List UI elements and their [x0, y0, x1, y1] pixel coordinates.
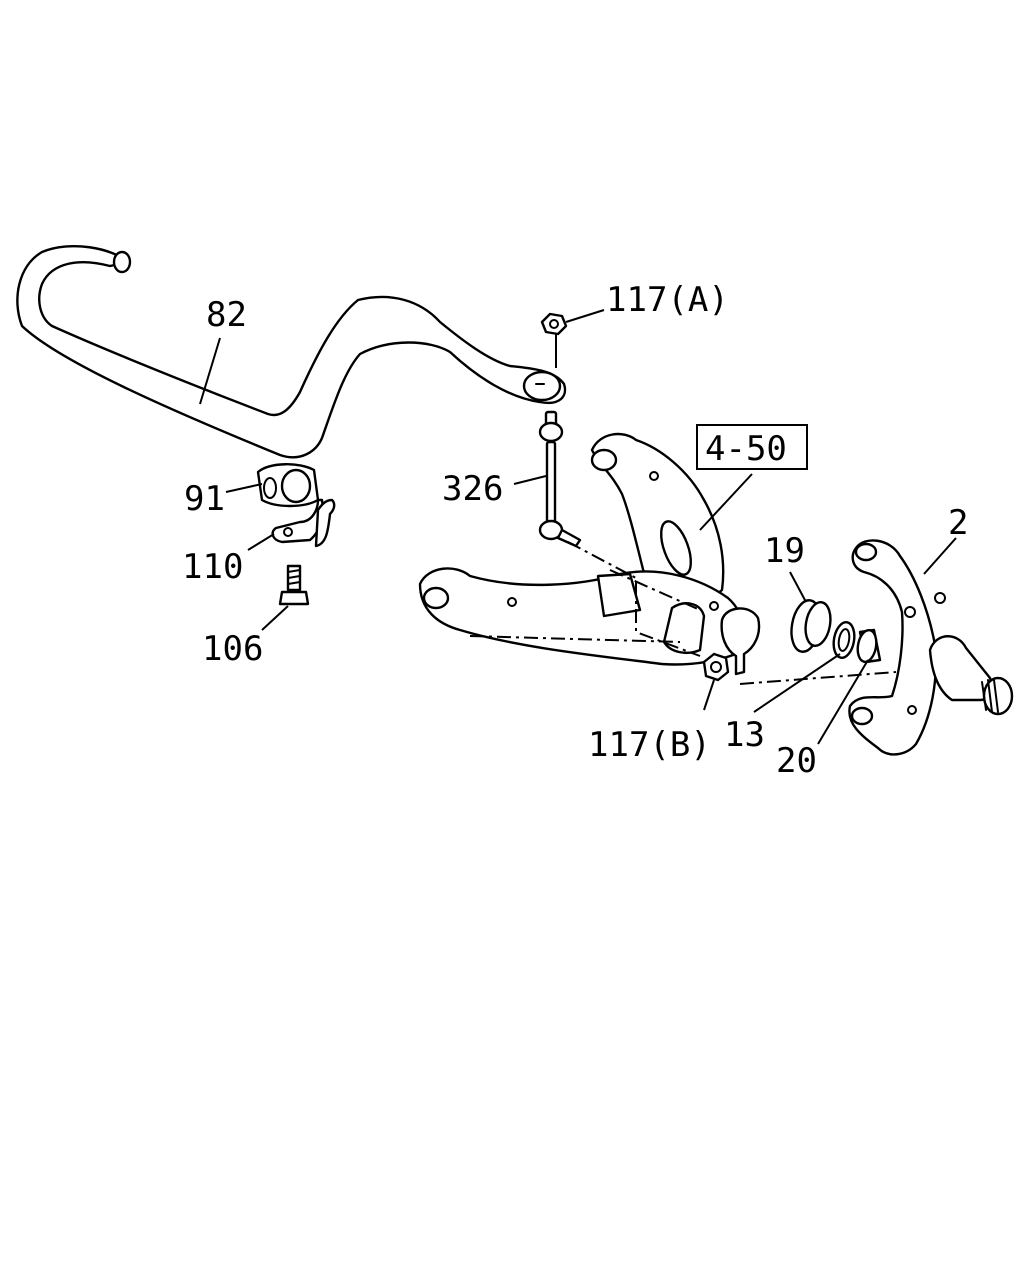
- callout-labels: 82 117(A) 91 326 4-50 110 19 2 106 13 11…: [182, 280, 968, 781]
- washer-13: [832, 620, 856, 660]
- callout-20: 20: [776, 741, 817, 781]
- callout-13: 13: [724, 715, 765, 755]
- callout-106: 106: [202, 629, 263, 669]
- nut-117a: [540, 312, 568, 336]
- bushing-91: [256, 463, 320, 508]
- spindle-thread: [981, 676, 1014, 716]
- lower-control-arm: [418, 567, 745, 666]
- callout-91: 91: [184, 479, 225, 519]
- steering-knuckle-2: [848, 539, 1014, 756]
- alignment-lines: [469, 541, 897, 685]
- callout-110: 110: [182, 547, 243, 587]
- nut-117b: [702, 652, 730, 682]
- bushing-20: [856, 628, 882, 664]
- ball-joint: [720, 607, 761, 676]
- bracket-110: [271, 498, 336, 548]
- callout-326: 326: [442, 469, 503, 509]
- stabilizer-link-326: [538, 410, 582, 548]
- callout-117a: 117(A): [606, 280, 729, 320]
- stabilizer-bar: [16, 245, 567, 459]
- dust-seal-19: [790, 599, 832, 653]
- callout-4-50: 4-50: [705, 429, 787, 469]
- bolt-106: [278, 564, 310, 606]
- leader-lines: [199, 309, 957, 745]
- callout-117b: 117(B): [588, 725, 711, 765]
- callout-19: 19: [764, 531, 805, 571]
- callout-2: 2: [948, 503, 968, 543]
- upper-control-arm: [590, 432, 725, 612]
- reference-box-4-50: [696, 424, 808, 470]
- callout-82: 82: [206, 295, 247, 335]
